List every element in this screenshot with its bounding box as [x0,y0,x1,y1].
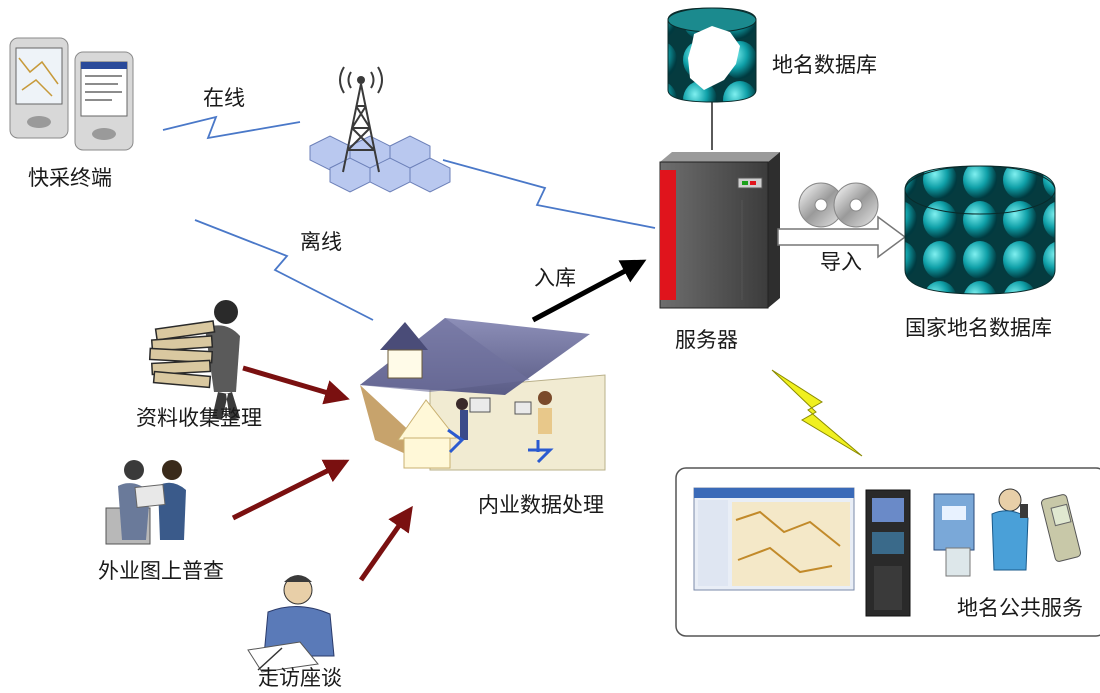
public-label: 地名公共服务 [957,596,1083,620]
terminal-label: 快采终端 [28,166,112,190]
import-label: 导入 [820,250,862,274]
building-icon [360,318,606,471]
interview-arrow [358,505,413,582]
import-arrow [777,215,907,259]
field-arrow [231,459,350,521]
telephone-icon [933,493,975,577]
person-books-icon [148,300,240,420]
kiosk-icon [865,489,911,617]
geo-db-label: 地名数据库 [772,53,877,77]
ingest-arrow [531,259,647,323]
map-screen-icon [693,487,855,591]
handheld-terminal-icon [9,37,134,151]
lightning-link [771,369,863,457]
mobile-phone-icon [1040,494,1082,562]
tower-server-link [442,159,656,229]
office-label: 内业数据处理 [478,493,604,517]
collect-arrow [242,365,350,405]
disc-icon [798,182,879,228]
offline-label: 离线 [300,230,342,254]
person-writing-icon [247,575,335,673]
database-icon [904,165,1056,295]
interview-label: 走访座谈 [258,666,342,690]
person-on-phone-icon [991,488,1029,571]
offline-link [194,219,374,321]
database-icon [667,7,757,150]
wireless-links [162,115,656,321]
server-icon [659,152,780,309]
people-reviewing-map-icon [105,460,186,545]
collect-label: 资料收集整理 [136,406,262,430]
field-label: 外业图上普查 [98,559,224,583]
server-label: 服务器 [675,328,738,352]
ingest-label: 入库 [534,266,576,290]
online-label: 在线 [203,86,245,110]
radio-tower-icon [309,66,451,193]
national-db-label: 国家地名数据库 [905,316,1052,340]
online-link [162,115,301,140]
